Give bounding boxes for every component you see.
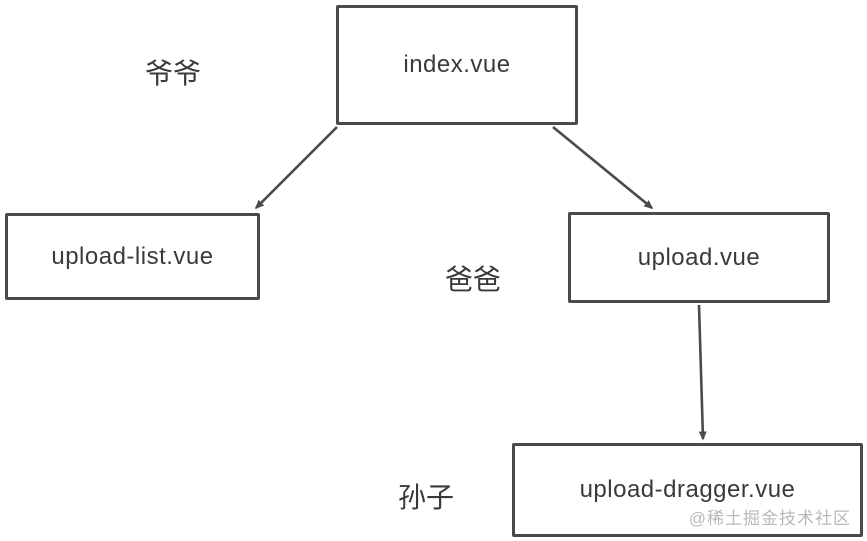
- node-index-vue-label: index.vue: [403, 51, 511, 78]
- edge-index-to-upload-list: [254, 126, 338, 210]
- watermark-text: @稀土掘金技术社区: [688, 509, 851, 528]
- generation-label-grandson: 孙子: [398, 482, 455, 513]
- edge-upload-to-upload-dragger: [697, 304, 707, 441]
- generation-label-grandfather: 爷爷: [145, 58, 202, 89]
- edge-index-to-upload: [552, 125, 654, 210]
- node-upload-dragger-vue-label: upload-dragger.vue: [579, 476, 796, 503]
- node-index-vue: index.vue: [336, 5, 578, 125]
- node-upload-list-vue-label: upload-list.vue: [51, 242, 214, 270]
- node-upload-vue-label: upload.vue: [637, 243, 761, 271]
- node-upload-dragger-vue: upload-dragger.vue: [512, 443, 863, 537]
- generation-label-father: 爸爸: [445, 264, 502, 295]
- node-upload-vue: upload.vue: [568, 212, 830, 303]
- node-upload-list-vue: upload-list.vue: [5, 213, 260, 300]
